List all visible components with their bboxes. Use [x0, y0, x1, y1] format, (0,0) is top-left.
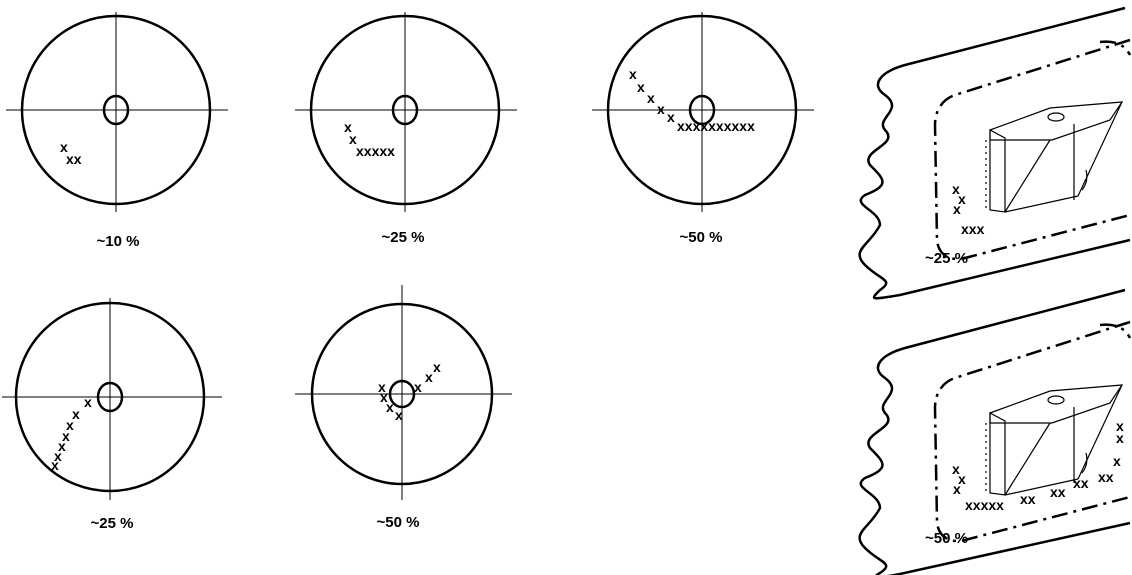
coverage-label: ~25 %	[382, 229, 425, 246]
deposit-mark: xx	[1050, 484, 1066, 500]
hub-circle	[391, 94, 419, 126]
deposit-mark: x	[60, 139, 68, 155]
deposit-mark: x	[54, 448, 62, 464]
deposit-mark: x	[58, 438, 66, 454]
deposit-mark: x	[433, 359, 441, 375]
coverage-label: ~50 %	[925, 530, 968, 547]
deposit-mark: x	[378, 379, 386, 395]
coverage-label: ~10 %	[97, 233, 140, 250]
inspection-boundary	[933, 320, 1131, 543]
deposit-mark: x	[344, 119, 352, 135]
deposit-mark: x	[629, 66, 637, 82]
deposit-mark: xxxxxxxxxx	[677, 118, 755, 134]
fitting-drawing	[985, 384, 1124, 496]
hub-circle	[102, 94, 130, 126]
deposit-mark: x	[1113, 453, 1121, 469]
deposit-mark: x	[958, 191, 966, 207]
deposit-mark: x	[958, 471, 966, 487]
deposit-mark: x	[657, 101, 665, 117]
deposit-mark: xx	[1073, 475, 1089, 491]
disc-diagram-1: x xx ~10 %	[6, 12, 228, 250]
inspection-boundary-corner	[1099, 323, 1132, 339]
hub-circle	[96, 381, 124, 413]
deposit-mark: x	[1116, 418, 1124, 434]
hub-circle	[688, 94, 716, 126]
duct-outline	[858, 288, 1131, 575]
fitting-drawing	[985, 101, 1124, 213]
disc-diagram-2: x x xxxxx ~25 %	[295, 12, 517, 246]
coverage-label: ~25 %	[925, 250, 968, 267]
deposit-mark: xxx	[961, 221, 985, 237]
deposit-mark: x	[72, 406, 80, 422]
deposit-mark: x	[380, 389, 388, 405]
deposit-mark: x	[637, 79, 645, 95]
duct-outline	[858, 6, 1131, 300]
coverage-label: ~50 %	[377, 514, 420, 531]
deposit-mark: xx	[66, 151, 82, 167]
coverage-label: ~50 %	[680, 229, 723, 246]
inspection-boundary	[933, 38, 1131, 261]
coverage-label: ~25 %	[91, 515, 134, 532]
deposit-mark: x	[66, 417, 74, 433]
deposit-mark: x	[349, 131, 357, 147]
deposit-mark: xx	[1098, 469, 1114, 485]
disc-diagram-3: x x x x x xxxxxxxxxx ~50 %	[592, 12, 814, 246]
deposit-mark: x	[667, 109, 675, 125]
disc-diagram-5: x x x x x x x ~50 %	[295, 285, 512, 531]
deposit-mark: x	[952, 461, 960, 477]
deposit-mark: xx	[1020, 491, 1036, 507]
deposit-mark: x	[953, 201, 961, 217]
deposit-mark: x	[1116, 430, 1124, 446]
deposit-mark: x	[647, 90, 655, 106]
deposit-mark: x	[414, 379, 422, 395]
duct-diagram-1: x x x xxx ~25 %	[858, 6, 1132, 300]
deposit-mark: x	[395, 407, 403, 423]
deposit-mark: x	[953, 481, 961, 497]
deposit-mark: x	[425, 369, 433, 385]
disc-diagram-4: x x x x x x x ~25 %	[2, 298, 222, 532]
deposit-mark: x	[952, 181, 960, 197]
inspection-boundary-corner	[1099, 40, 1132, 56]
deposit-mark: xxxxx	[356, 143, 395, 159]
deposit-mark: xxxxx	[965, 497, 1004, 513]
deposit-mark: x	[51, 457, 59, 473]
duct-diagram-2: x x x xxxxx xx xx xx xx x x x ~50 %	[858, 288, 1132, 575]
deposit-mark: x	[386, 399, 394, 415]
deposit-mark: x	[84, 394, 92, 410]
deposit-mark: x	[62, 428, 70, 444]
hub-circle	[388, 379, 416, 409]
